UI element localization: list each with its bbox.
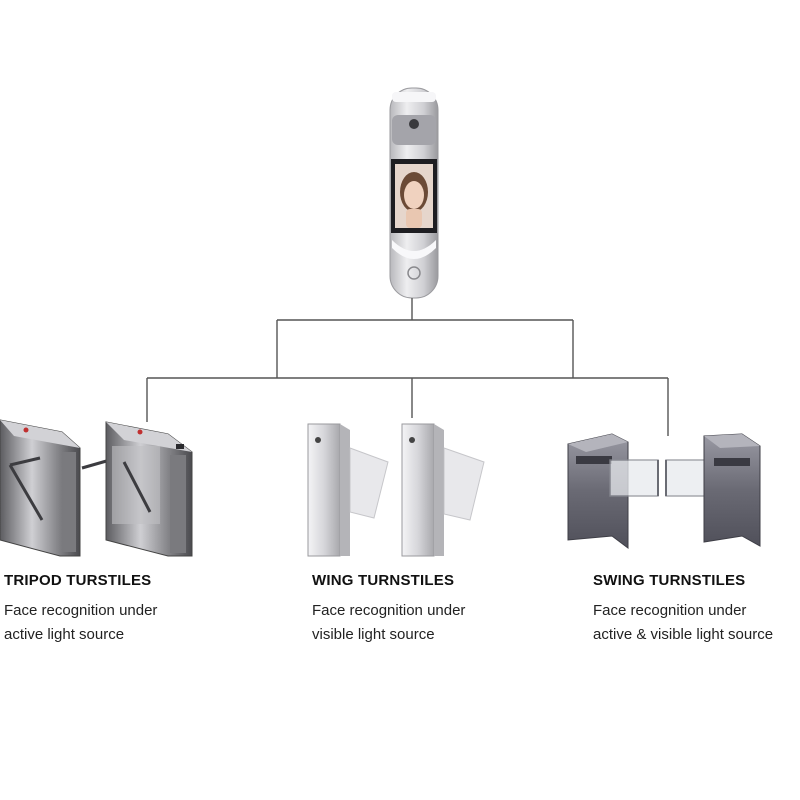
face-icon [404, 181, 424, 209]
swing-turnstiles-image [567, 433, 761, 549]
swing-title: SWING TURNSTILES [593, 572, 746, 589]
swing-description: Face recognition under active & visible … [593, 602, 774, 643]
swing-gate-panels [609, 459, 707, 497]
tripod-title: TRIPOD TURSTILES [4, 572, 152, 589]
caption-swing: SWING TURNSTILES Face recognition under … [593, 572, 800, 647]
wing-title: WING TURNSTILES [312, 572, 455, 589]
swing-turnstile-right [703, 433, 761, 547]
tripod-turnstile-left [0, 419, 81, 557]
caption-wing: WING TURNSTILES Face recognition under v… [312, 572, 465, 647]
camera-icon [409, 119, 419, 129]
wing-turnstiles-image [307, 423, 485, 557]
face-recognition-terminal [389, 87, 439, 299]
tripod-turnstiles-image [0, 419, 193, 557]
wing-turnstile-left [307, 423, 389, 557]
indicator-light-icon [23, 427, 29, 433]
caption-tripod: TRIPOD TURSTILES Face recognition under … [4, 572, 157, 647]
tripod-turnstile-right [105, 421, 193, 557]
wing-description: Face recognition under visible light sou… [312, 602, 466, 643]
speaker-icon [407, 266, 421, 280]
indicator-light-icon [137, 429, 143, 435]
sensor-icon [315, 437, 321, 443]
tripod-description: Face recognition under active light sour… [4, 602, 158, 643]
sensor-icon [409, 437, 415, 443]
wing-turnstile-right [401, 423, 485, 557]
connection-lines [146, 298, 669, 436]
